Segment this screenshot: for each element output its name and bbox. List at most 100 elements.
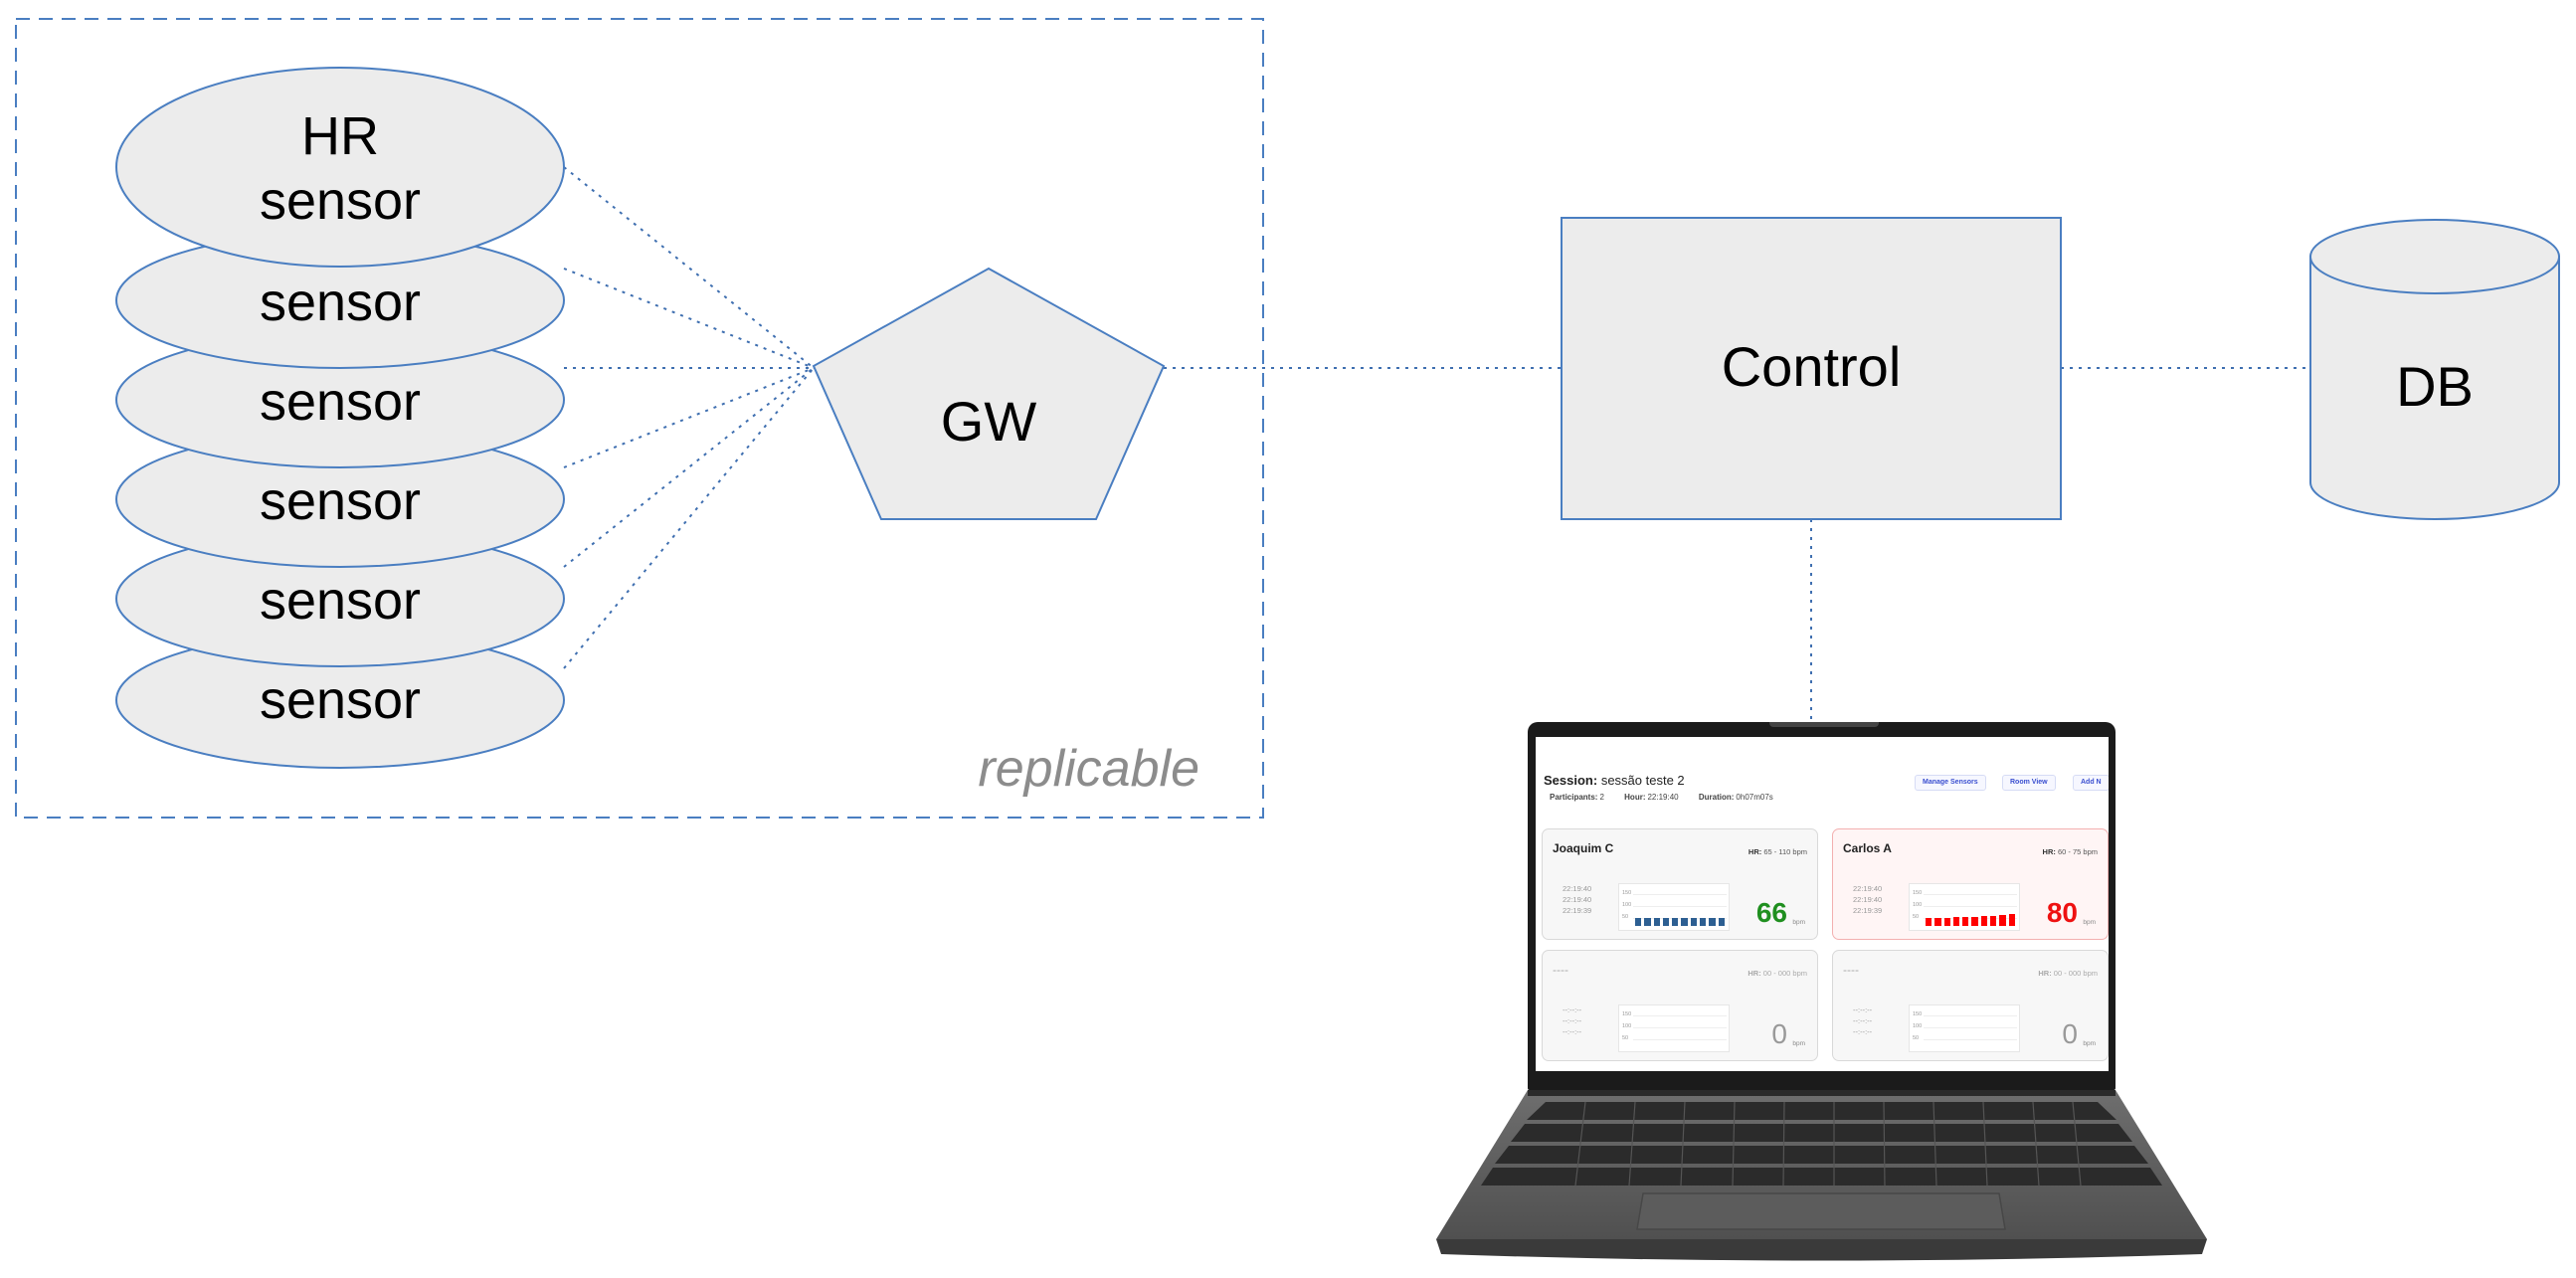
sensor-connectors — [563, 166, 815, 669]
hr-range: HR: 00 - 000 bpm — [2038, 969, 2098, 978]
bpm-unit: bpm — [1792, 1040, 1805, 1047]
sensor-label-4: sensor — [260, 471, 421, 531]
chart-tick-label: 150 — [1622, 890, 1632, 896]
chart-bar — [1962, 917, 1969, 926]
control-node — [1561, 217, 2062, 520]
hr-range: HR: 00 - 000 bpm — [1748, 969, 1807, 978]
sensor-node-hr — [115, 67, 565, 268]
chart-tick-label: 100 — [1622, 902, 1632, 908]
hr-range-value: 65 - 110 bpm — [1763, 847, 1807, 856]
sensor-label-5: sensor — [260, 571, 421, 631]
connector-sensor-1 — [563, 166, 815, 369]
connector-sensor-6 — [563, 367, 815, 669]
chart-tick-label: 50 — [1622, 914, 1629, 920]
sensor-label-2: sensor — [260, 273, 421, 332]
chart-bar — [1709, 917, 1716, 926]
card-time: 22:19:40 — [1853, 884, 1883, 893]
chart-bar — [1690, 917, 1698, 926]
chart-tick-label: 150 — [1913, 1011, 1923, 1017]
hr-range-value: 00 - 000 bpm — [1762, 969, 1807, 978]
chart-tick-label: 100 — [1622, 1023, 1632, 1029]
chart-bars — [1926, 1033, 2015, 1047]
participant-name: Carlos A — [1843, 841, 1892, 855]
room-view-button[interactable]: Room View — [2002, 775, 2056, 791]
chart-bar — [1999, 914, 2006, 926]
hour-label: Hour: — [1624, 793, 1646, 802]
connector-sensor-5 — [563, 367, 815, 568]
participant-name: ---- — [1553, 963, 1568, 977]
connector-sensor-2 — [563, 268, 815, 369]
session-header: Session: sessão teste 2 — [1544, 773, 1685, 788]
hr-range-value: 00 - 000 bpm — [2053, 969, 2098, 978]
session-meta: Participants:2 Hour:22:19:40 Duration:0h… — [1550, 793, 1791, 802]
chart-bar — [1980, 916, 1988, 926]
chart-bar — [2008, 914, 2015, 926]
session-name: sessão teste 2 — [1600, 773, 1685, 788]
database-node — [2309, 219, 2560, 520]
chart-bar — [1635, 917, 1642, 926]
chart-tick-label: 50 — [1913, 1035, 1920, 1041]
gateway-node — [812, 267, 1166, 520]
hr-sensor-label-line1: HR — [301, 106, 379, 166]
session-label: Session: — [1544, 773, 1598, 788]
card-time: --:--:-- — [1563, 1005, 1582, 1014]
card-time: 22:19:39 — [1563, 906, 1592, 915]
participant-name: Joaquim C — [1553, 841, 1614, 855]
hr-label: HR: — [2038, 969, 2052, 978]
chart-bar — [1662, 917, 1670, 926]
participant-card[interactable]: ----HR: 00 - 000 bpm--:--:----:--:----:-… — [1542, 950, 1818, 1061]
hour-value: 22:19:40 — [1647, 793, 1679, 802]
hr-range-value: 60 - 75 bpm — [2057, 847, 2098, 856]
current-bpm-value: 66 — [1755, 897, 1787, 928]
participant-card[interactable]: ----HR: 00 - 000 bpm--:--:----:--:----:-… — [1832, 950, 2109, 1061]
chart-tick-label: 150 — [1913, 890, 1923, 896]
chart-bar — [1952, 917, 1960, 926]
participants-label: Participants: — [1550, 793, 1598, 802]
participant-card[interactable]: Carlos A HR: 60 - 75 bpm 22:19:40 22:19:40 2… — [1832, 828, 2109, 940]
chart-bar — [1700, 917, 1707, 926]
hr-label: HR: — [1748, 969, 1761, 978]
bpm-unit: bpm — [2083, 1040, 2096, 1047]
sensor-label-3: sensor — [260, 372, 421, 432]
card-times: --:--:-- --:--:-- --:--:-- — [1563, 1004, 1581, 1037]
card-time: --:--:-- — [1563, 1016, 1582, 1025]
card-time: 22:19:40 — [1563, 884, 1592, 893]
chart-bar — [1681, 917, 1688, 926]
laptop-dashboard-client: Session: sessão teste 2 Manage Sensors R… — [1436, 722, 2207, 1264]
hr-range: HR: 60 - 75 bpm — [2043, 847, 2098, 856]
replicable-label: replicable — [978, 740, 1199, 798]
card-time: --:--:-- — [1853, 1005, 1873, 1014]
chart-bars — [1635, 912, 1725, 926]
card-time: 22:19:40 — [1563, 895, 1592, 904]
hr-range: HR: 65 - 110 bpm — [1748, 847, 1807, 856]
chart-tick-label: 100 — [1913, 1023, 1923, 1029]
chart-bar — [1644, 917, 1651, 926]
chart-bars — [1635, 1033, 1725, 1047]
manage-sensors-button[interactable]: Manage Sensors — [1915, 775, 1986, 791]
card-time: 22:19:40 — [1853, 895, 1883, 904]
dashboard-screen: Session: sessão teste 2 Manage Sensors R… — [1536, 737, 2109, 1071]
sensor-stack — [115, 67, 565, 769]
chart-bar — [1653, 917, 1660, 926]
card-time: 22:19:39 — [1853, 906, 1883, 915]
bpm-unit: bpm — [1792, 919, 1805, 926]
chart-bar — [1934, 917, 1941, 926]
bpm-unit: bpm — [2083, 919, 2096, 926]
hr-mini-chart: 150 100 50 — [1618, 883, 1730, 931]
laptop-camera-notch — [1769, 722, 1879, 727]
add-button[interactable]: Add N — [2073, 775, 2109, 791]
hr-label: HR: — [2042, 847, 2056, 856]
chart-bar — [1926, 917, 1932, 926]
chart-tick-label: 50 — [1622, 1035, 1629, 1041]
card-time: --:--:-- — [1563, 1027, 1582, 1036]
card-times: 22:19:40 22:19:40 22:19:39 — [1563, 883, 1591, 916]
card-time: --:--:-- — [1853, 1027, 1873, 1036]
duration-value: 0h07m07s — [1736, 793, 1773, 802]
chart-bar — [1971, 916, 1978, 926]
chart-bar — [1672, 917, 1679, 926]
hr-mini-chart: 150 100 50 — [1909, 1004, 2020, 1052]
gateway-label: GW — [941, 390, 1037, 453]
current-bpm-value: 80 — [2046, 897, 2078, 928]
